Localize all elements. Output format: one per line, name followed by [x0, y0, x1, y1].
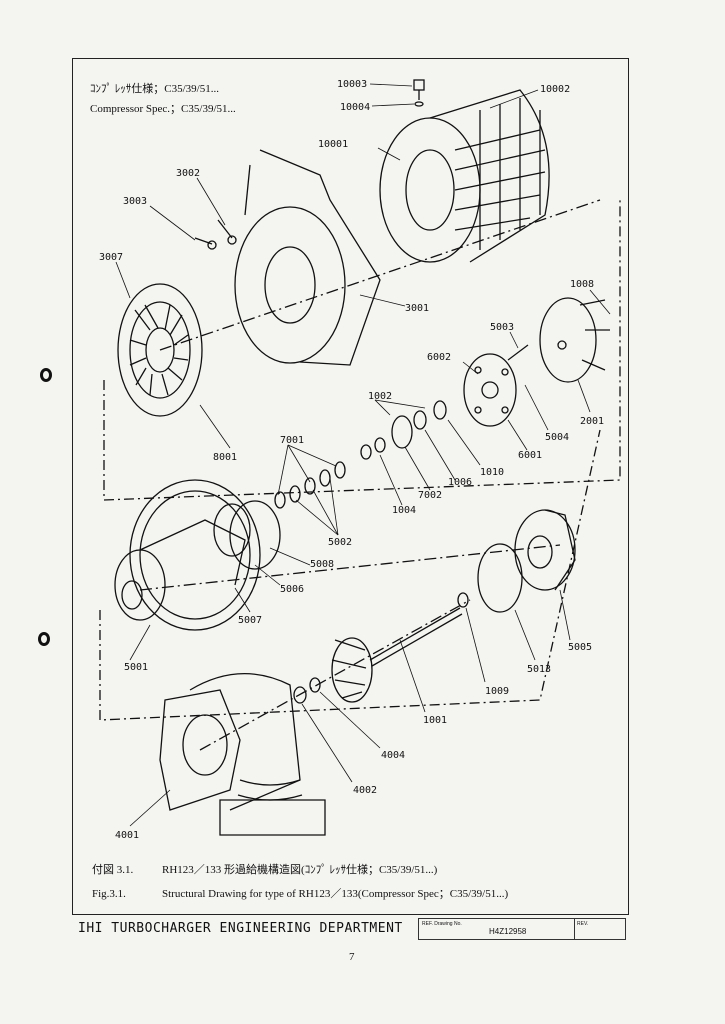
- label-1008: 1008: [570, 279, 594, 290]
- spec-header-english: Compressor Spec.；C35/39/51...: [90, 103, 236, 115]
- o-ring-5013: [477, 543, 523, 613]
- ring-1009: [457, 592, 469, 608]
- caption-english-number: Fig.3.1.: [92, 888, 126, 900]
- label-5007: 5007: [238, 615, 262, 626]
- label-8001: 8001: [213, 452, 237, 463]
- bolt-3003: [194, 237, 217, 250]
- heat-shield-5005: [514, 509, 576, 591]
- turbine-casing-4001: [159, 672, 326, 836]
- label-10001: 10001: [318, 139, 348, 150]
- center-axis-lower: [199, 599, 471, 751]
- seal-rings-7001: [274, 461, 346, 509]
- o-ring-5008: [229, 500, 281, 570]
- reference-box: REF. Drawing No. H4Z12958 REV.: [418, 918, 626, 940]
- caption-english-text: Structural Drawing for type of RH123／133…: [162, 888, 509, 900]
- label-5008: 5008: [310, 559, 334, 570]
- caption-japanese-text: RH123／133 形過給機構造図(ｺﾝﾌﾟ ﾚｯｻ仕様；C35/39/51..…: [162, 864, 438, 876]
- caption-english: Fig.3.1. Structural Drawing for type of R…: [92, 885, 508, 901]
- label-3002: 3002: [176, 168, 200, 179]
- label-5006: 5006: [280, 584, 304, 595]
- bolt-10003: [413, 79, 425, 107]
- diffuser-plate-3007: [117, 283, 203, 417]
- label-5005: 5005: [568, 642, 592, 653]
- label-6001: 6001: [518, 450, 542, 461]
- seal-plate-6001-6002: [463, 353, 517, 427]
- label-5002: 5002: [328, 537, 352, 548]
- label-5004: 5004: [545, 432, 569, 443]
- label-3001: 3001: [405, 303, 429, 314]
- label-5001: 5001: [124, 662, 148, 673]
- label-10002: 10002: [540, 84, 570, 95]
- assembly-boundary-lower: [99, 429, 601, 721]
- label-1002: 1002: [368, 391, 392, 402]
- center-axis-mid: [139, 544, 561, 591]
- compressor-impeller-2001: [539, 297, 610, 383]
- label-1004: 1004: [392, 505, 416, 516]
- label-3007: 3007: [99, 252, 123, 263]
- spec-header-japanese: ｺﾝﾌﾟ ﾚｯｻ仕様；C35/39/51...: [90, 83, 219, 95]
- label-1006: 1006: [448, 477, 472, 488]
- binder-hole-upper: [40, 368, 52, 382]
- drawing-frame: [72, 58, 629, 915]
- caption-japanese-number: 付図 3.1.: [92, 864, 134, 876]
- compressor-casing-3001: [234, 149, 381, 366]
- washer-4002: [293, 686, 307, 704]
- thrust-parts-1002-1010-1006: [360, 400, 447, 460]
- turbine-rotor-1001: [331, 607, 463, 703]
- label-5003: 5003: [490, 322, 514, 333]
- caption-japanese: 付図 3.1. RH123／133 形過給機構造図(ｺﾝﾌﾟ ﾚｯｻ仕様；C35/…: [92, 861, 437, 877]
- screw-5003: [507, 344, 529, 361]
- label-7002: 7002: [418, 490, 442, 501]
- bolt-3002: [217, 219, 237, 245]
- label-3003: 3003: [123, 196, 147, 207]
- label-7001: 7001: [280, 435, 304, 446]
- label-4001: 4001: [115, 830, 139, 841]
- center-axis-upper: [159, 199, 601, 351]
- label-4002: 4002: [353, 785, 377, 796]
- filter-silencer-10001-10002: [379, 89, 550, 263]
- label-6002: 6002: [427, 352, 451, 363]
- reference-key: REF. Drawing No.: [422, 921, 462, 927]
- label-1001: 1001: [423, 715, 447, 726]
- assembly-boundary-upper: [103, 200, 621, 501]
- label-1009: 1009: [485, 686, 509, 697]
- reference-value: H4Z12958: [489, 927, 527, 936]
- label-2001: 2001: [580, 416, 604, 427]
- department-name: IHI TURBOCHARGER ENGINEERING DEPARTMENT: [78, 921, 403, 936]
- revision-key: REV.: [577, 921, 589, 927]
- label-5013: 5013: [527, 664, 551, 675]
- label-4004: 4004: [381, 750, 405, 761]
- label-1010: 1010: [480, 467, 504, 478]
- nut-4004: [309, 677, 321, 693]
- label-10004: 10004: [340, 102, 370, 113]
- bearing-housing-5001: [114, 479, 261, 631]
- label-10003: 10003: [337, 79, 367, 90]
- page-number: 7: [349, 951, 355, 963]
- reference-cell: REF. Drawing No. H4Z12958: [419, 919, 575, 939]
- binder-hole-lower: [38, 632, 50, 646]
